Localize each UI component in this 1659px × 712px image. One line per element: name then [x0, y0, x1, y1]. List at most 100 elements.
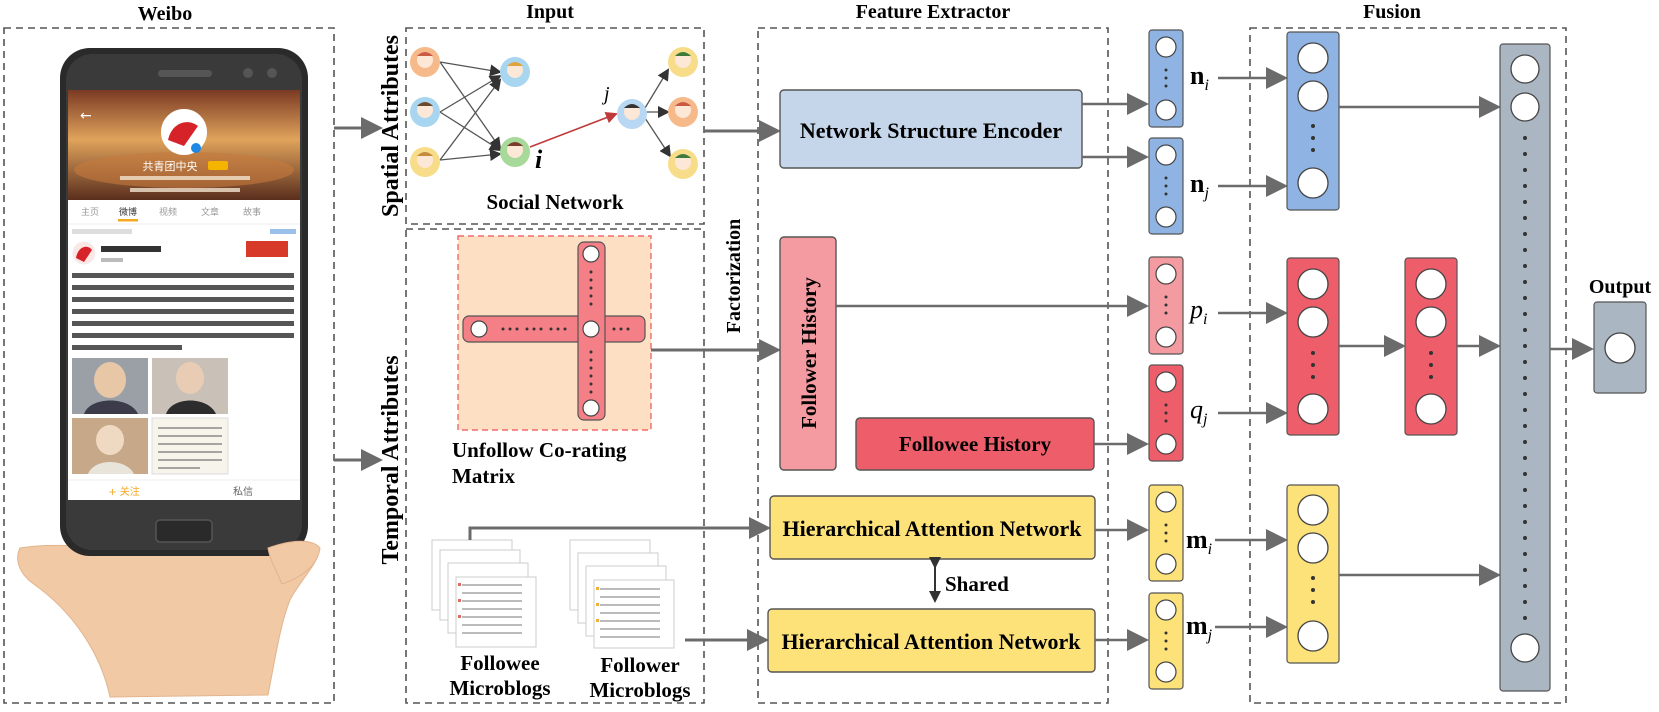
concat-vector-dot — [1523, 168, 1527, 172]
concat-vector-dot — [1523, 360, 1527, 364]
concat-vector-dot — [1523, 136, 1527, 140]
followee-microblogs-label-line2: Microblogs — [449, 676, 550, 700]
edge-i-to-j — [529, 111, 618, 148]
fusion-vector-history — [1286, 257, 1340, 436]
concat-vector-dot — [1523, 456, 1527, 460]
follower-microblogs-label-line1: Follower — [600, 653, 679, 677]
vector-nj — [1148, 137, 1184, 235]
fusion-vector-network — [1286, 31, 1340, 211]
input-spatial-frame — [405, 27, 705, 225]
section-title-feature-extractor: Feature Extractor — [856, 1, 1011, 23]
svg-text:←: ← — [80, 108, 92, 124]
concat-vector-dot — [1523, 344, 1527, 348]
unfollow-matrix — [457, 235, 652, 431]
fusion-vector-content — [1286, 484, 1340, 664]
concat-vector-dot — [1523, 616, 1527, 620]
han-bottom-label: Hierarchical Attention Network — [782, 629, 1082, 654]
concat-vector-dot — [1523, 472, 1527, 476]
concat-vector-dot — [1523, 552, 1527, 556]
arrow-followee-microblogs-to-han — [468, 517, 771, 540]
node-label-i: i — [535, 145, 543, 174]
followee-history-label: Followee History — [899, 432, 1052, 456]
weibo-tab[interactable]: 文章 — [201, 206, 219, 218]
vector-label-mj: mj — [1186, 611, 1213, 644]
concat-vector-dot — [1523, 232, 1527, 236]
temporal-attributes-label: Temporal Attributes — [378, 355, 404, 564]
weibo-tab[interactable]: 视频 — [159, 206, 177, 218]
concat-vector-dot — [1523, 184, 1527, 188]
fusion-concat-vector — [1499, 43, 1551, 692]
vector-mj — [1148, 592, 1184, 690]
concat-vector-dot — [1523, 312, 1527, 316]
weibo-tab[interactable]: 主页 — [81, 206, 99, 218]
concat-vector-dot — [1523, 488, 1527, 492]
weibo-tab[interactable]: 微博 — [119, 206, 137, 218]
user-node-icon — [668, 47, 698, 77]
factorization-label: Factorization — [723, 219, 745, 333]
concat-vector-dot — [1523, 520, 1527, 524]
fusion-vector-history-hidden — [1404, 257, 1458, 436]
concat-vector-dot — [1523, 440, 1527, 444]
concat-vector-dot — [1523, 424, 1527, 428]
user-node-icon — [500, 57, 530, 87]
concat-vector-dot — [1523, 376, 1527, 380]
user-node-i-icon — [500, 137, 530, 167]
fusion-frame — [1249, 27, 1567, 704]
section-title-fusion: Fusion — [1363, 1, 1421, 23]
weibo-frame — [3, 27, 335, 704]
shared-label: Shared — [945, 572, 1009, 596]
feature-extractor-frame — [757, 27, 1109, 704]
user-node-icon — [410, 47, 440, 77]
message-button[interactable]: 私信 — [233, 486, 253, 498]
concat-vector-dot — [1523, 408, 1527, 412]
vector-label-ni: ni — [1190, 61, 1209, 94]
user-node-icon — [668, 149, 698, 179]
weibo-tabs: 主页 微博 视频 文章 故事 — [81, 206, 261, 218]
user-node-j-icon — [617, 99, 647, 129]
vector-label-pi: pi — [1188, 295, 1207, 328]
followee-microblogs-thumbnails — [431, 539, 537, 648]
social-network-graph: i j — [410, 47, 698, 179]
follower-microblogs-label-line2: Microblogs — [589, 678, 690, 702]
spatial-attributes-label: Spatial Attributes — [378, 35, 404, 217]
concat-vector-dot — [1523, 200, 1527, 204]
unfollow-matrix-label-line2: Matrix — [452, 464, 515, 488]
concat-vector-dot — [1523, 152, 1527, 156]
section-title-input: Input — [526, 1, 574, 23]
han-top-label: Hierarchical Attention Network — [783, 516, 1083, 541]
output-node — [1593, 301, 1647, 394]
vector-pi — [1148, 256, 1184, 355]
vector-qj — [1148, 364, 1184, 462]
vector-label-qj: qj — [1190, 395, 1208, 428]
concat-vector-dot — [1523, 296, 1527, 300]
concat-vector-dot — [1523, 504, 1527, 508]
social-network-label: Social Network — [486, 190, 623, 214]
concat-vector-dot — [1523, 264, 1527, 268]
section-title-output: Output — [1589, 276, 1652, 298]
follow-button[interactable]: + 关注 — [108, 485, 140, 498]
concat-vector-dot — [1523, 392, 1527, 396]
user-node-icon — [410, 147, 440, 177]
concat-vector-dot — [1523, 536, 1527, 540]
phone-home-button — [155, 519, 213, 543]
vector-mi — [1148, 484, 1184, 582]
input-temporal-frame — [405, 228, 705, 704]
network-structure-encoder-label: Network Structure Encoder — [800, 118, 1063, 143]
section-title-weibo: Weibo — [138, 3, 192, 25]
concat-vector-dot — [1523, 248, 1527, 252]
unfollow-matrix-label-line1: Unfollow Co-rating — [452, 438, 627, 462]
user-node-icon — [668, 97, 698, 127]
weibo-phone-illustration: ← 共青团中央 主页 微博 视频 文章 故事 — [17, 48, 321, 698]
hand-shape — [17, 544, 319, 698]
weibo-tab[interactable]: 故事 — [243, 206, 261, 218]
concat-vector-dot — [1523, 328, 1527, 332]
concat-vector-dot — [1523, 280, 1527, 284]
follower-history-box — [779, 236, 837, 471]
user-node-icon — [410, 97, 440, 127]
concat-vector-dot — [1523, 568, 1527, 572]
vector-ni — [1148, 29, 1184, 128]
network-structure-encoder-box — [779, 89, 1083, 169]
concat-vector-dot — [1523, 216, 1527, 220]
